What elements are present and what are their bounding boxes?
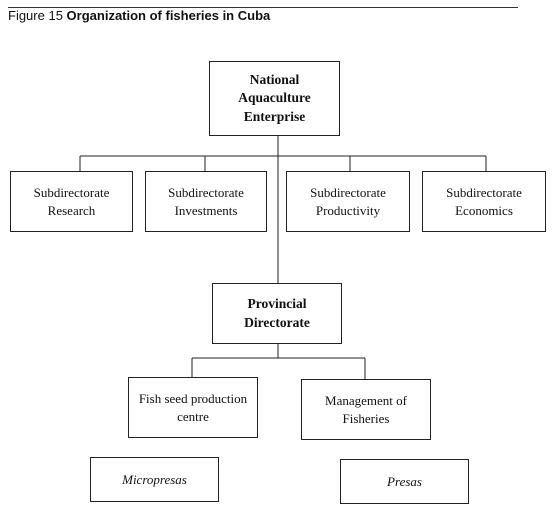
figure-title: Organization of fisheries in Cuba xyxy=(66,8,271,23)
node-micropresas: Micropresas xyxy=(90,457,219,502)
figure-caption: Figure 15 Organization of fisheries in C… xyxy=(8,8,270,23)
node-subdirectorate-research: Subdirectorate Research xyxy=(10,171,133,232)
node-management-of-fisheries: Management of Fisheries xyxy=(301,379,431,440)
node-fish-seed-production-centre: Fish seed production centre xyxy=(128,377,258,438)
node-subdirectorate-investments: Subdirectorate Investments xyxy=(145,171,267,232)
node-subdirectorate-economics: Subdirectorate Economics xyxy=(422,171,546,232)
node-national-aquaculture-enterprise: National Aquaculture Enterprise xyxy=(209,61,340,136)
figure-label: Figure 15 xyxy=(8,8,63,23)
node-provincial-directorate: Provincial Directorate xyxy=(212,283,342,344)
top-rule xyxy=(8,7,518,8)
node-subdirectorate-productivity: Subdirectorate Productivity xyxy=(286,171,410,232)
node-presas: Presas xyxy=(340,459,469,504)
